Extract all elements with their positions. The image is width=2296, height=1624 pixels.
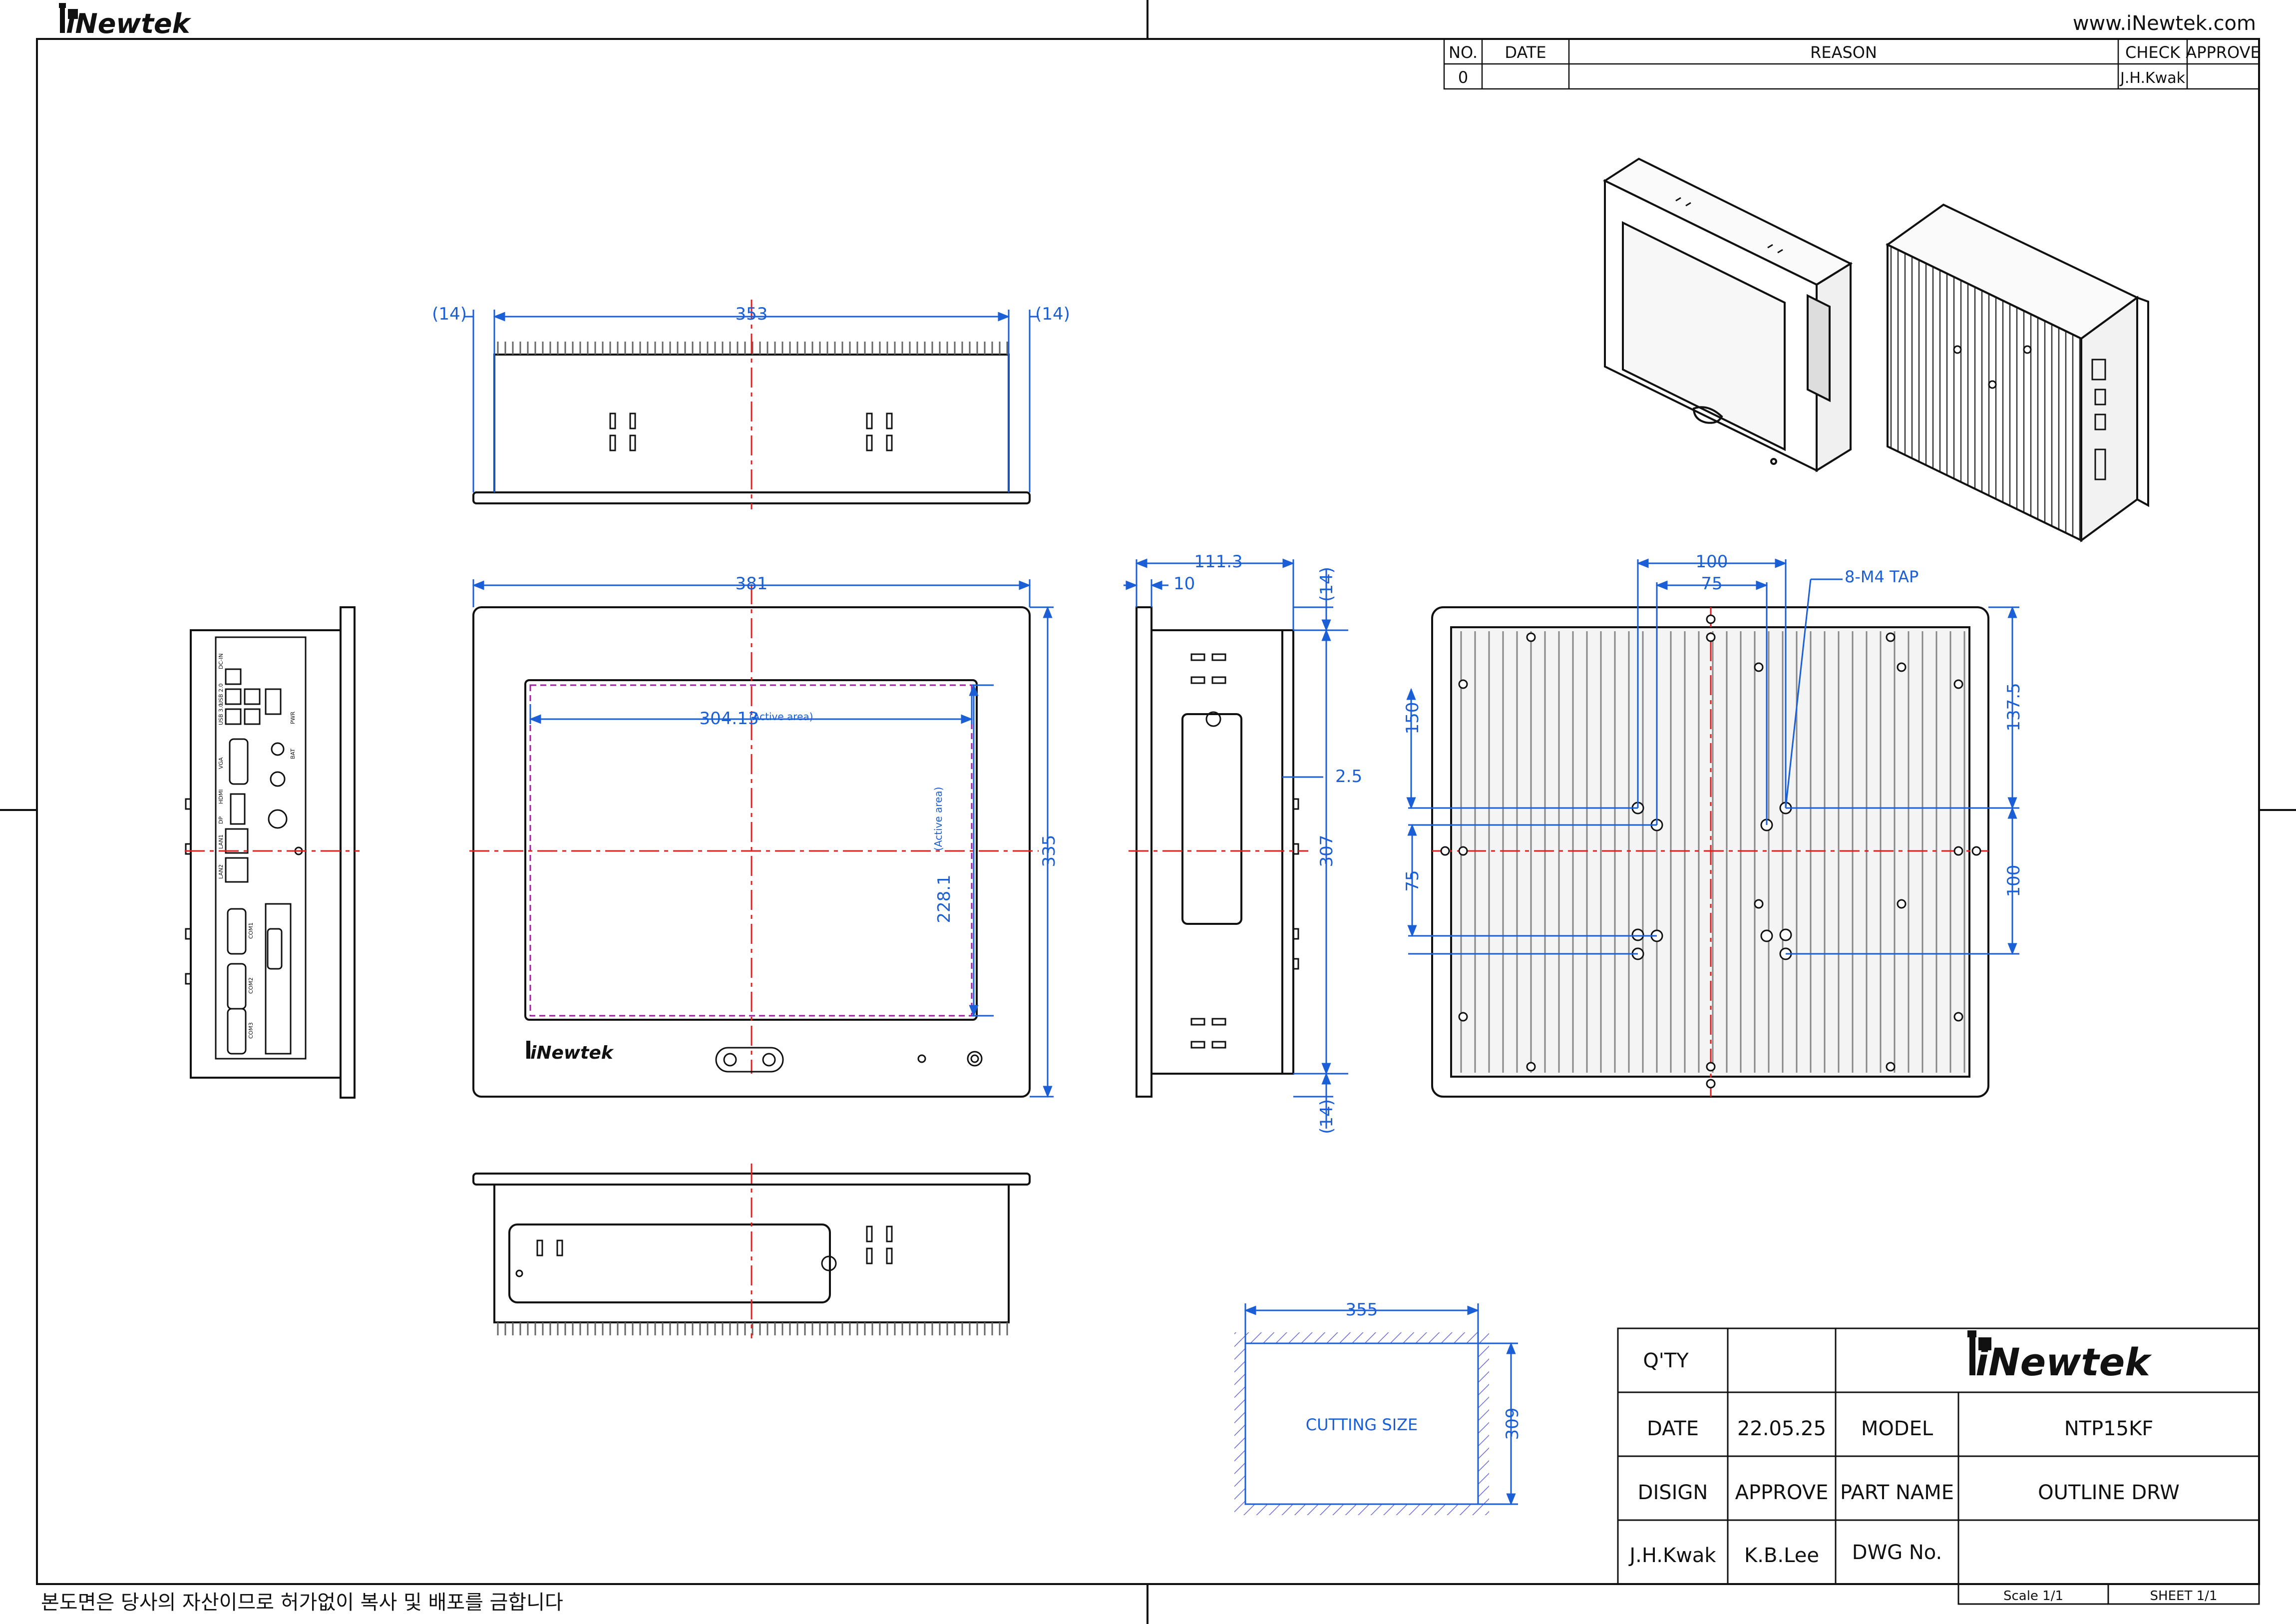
port-label-usb3: USB 3.0 <box>218 703 224 725</box>
rev-header-reason: REASON <box>1810 43 1877 62</box>
design-label: DISIGN <box>1638 1481 1708 1504</box>
port-label-pwr: PWR <box>290 711 296 724</box>
front-usb-cover <box>715 1047 784 1073</box>
io-side-view: DC-IN USB 2.0 USB 3.0 VGA HDMI DP LAN1 L… <box>185 606 360 1099</box>
dim-side-depth: 111.3 <box>1194 552 1242 572</box>
designer-name: J.H.Kwak <box>1628 1544 1716 1567</box>
dim-active-height-note: (Active area) <box>932 787 944 851</box>
dim-top-left-margin: (14) <box>432 304 467 324</box>
dim-active-height: 228.1 <box>934 874 954 923</box>
approve-label: APPROVE <box>1735 1481 1829 1504</box>
qty-label: Q'TY <box>1643 1349 1689 1372</box>
rev-header-date: DATE <box>1505 43 1546 62</box>
scale-text: Scale 1/1 <box>2003 1589 2063 1604</box>
port-label-dp: DP <box>218 816 224 824</box>
bottom-view <box>472 1164 1031 1338</box>
title-block: Q'TY iNewtek DATE 22.05.25 MODEL NTP15KF… <box>1617 1327 2260 1605</box>
date-label: DATE <box>1647 1417 1699 1440</box>
dim-side-front: 10 <box>1173 574 1195 594</box>
iso-front-view <box>1602 157 1853 472</box>
date-value: 22.05.25 <box>1737 1417 1826 1440</box>
dim-front-width: 381 <box>736 574 768 594</box>
dim-rear-inner-y: 75 <box>1403 870 1423 891</box>
cutting-size-label: CUTTING SIZE <box>1306 1415 1418 1434</box>
dim-rear-outer-x: 100 <box>1696 552 1728 572</box>
dim-side-bottom-margin: (14) <box>1317 1099 1337 1134</box>
model-value: NTP15KF <box>2064 1417 2154 1440</box>
dim-top-width: 353 <box>736 304 768 324</box>
rev-header-check: CHECK <box>2125 43 2181 62</box>
approver-name: K.B.Lee <box>1744 1544 1819 1567</box>
part-name-value: OUTLINE DRW <box>2038 1481 2180 1504</box>
port-label-com1: COM1 <box>248 922 254 939</box>
dim-rear-outer-y: 150 <box>1403 702 1423 735</box>
dim-rear-inner-x: 75 <box>1701 574 1722 594</box>
front-view: iNewtek 381 304.13 (Active area) 228.1 (… <box>469 574 1059 1098</box>
port-label-vga: VGA <box>218 757 224 769</box>
iso-rear-view <box>1886 203 2149 542</box>
revision-table: NO. DATE REASON CHECK APPROVE 0 J.H.Kwak <box>1443 38 2261 90</box>
dim-rear-right-lower: 100 <box>2004 865 2024 897</box>
dim-side-step: 2.5 <box>1335 767 1362 787</box>
port-label-hdmi: HDMI <box>218 790 224 804</box>
dim-tap-note: 8-M4 TAP <box>1845 567 1918 586</box>
website-text: www.iNewtek.com <box>2073 12 2256 35</box>
dim-cut-height: 309 <box>1503 1408 1523 1440</box>
dim-top-right-margin: (14) <box>1035 304 1070 324</box>
dim-active-width: 304.13 <box>700 709 759 729</box>
title-logo: iNewtek <box>1967 1330 2152 1384</box>
header-logo: iNewtek <box>59 3 192 39</box>
port-label-lan2: LAN2 <box>218 864 224 879</box>
part-name-label: PART NAME <box>1840 1481 1954 1504</box>
led-indicator <box>917 1054 926 1063</box>
dim-cut-width: 355 <box>1346 1300 1378 1320</box>
port-label-com3: COM3 <box>248 1022 254 1039</box>
port-label-lan1: LAN1 <box>218 834 224 849</box>
dwg-no-label: DWG No. <box>1852 1541 1942 1564</box>
rear-view: 100 75 8-M4 TAP 150 75 137.5 100 <box>1403 552 2024 1098</box>
dim-front-height: 335 <box>1039 835 1059 867</box>
power-button-icon <box>967 1051 983 1067</box>
dim-active-width-note: (Active area) <box>749 711 813 723</box>
rev-header-approve: APPROVE <box>2186 43 2260 62</box>
sheet-text: SHEET 1/1 <box>2150 1589 2218 1604</box>
footer-note: 본도면은 당사의 자산이므로 허가없이 복사 및 배포를 금합니다 <box>41 1591 563 1614</box>
rev-header-no: NO. <box>1449 43 1478 62</box>
port-label-bat: BAT <box>290 749 296 759</box>
rev-row-no: 0 <box>1458 68 1468 87</box>
title-logo-text: iNewtek <box>1975 1340 2152 1384</box>
dim-rear-right-upper: 137.5 <box>2004 683 2024 731</box>
model-label: MODEL <box>1861 1417 1933 1440</box>
header-logo-text: iNewtek <box>66 8 192 39</box>
port-label-dcin: DC-IN <box>218 653 224 669</box>
cutting-size: 355 309 CUTTING SIZE <box>1234 1300 1523 1515</box>
port-label-usb2: USB 2.0 <box>218 683 224 705</box>
dim-side-top-margin: (14) <box>1317 567 1337 602</box>
rev-row-check: J.H.Kwak <box>2119 69 2186 87</box>
front-logo-text: iNewtek <box>530 1043 614 1063</box>
front-logo: iNewtek <box>526 1041 614 1063</box>
top-view: (14) 353 (14) <box>432 300 1070 509</box>
side-view: 111.3 10 (14) 2.5 307 (14) <box>1124 552 1362 1134</box>
port-label-com2: COM2 <box>248 977 254 994</box>
dim-side-height: 307 <box>1317 835 1337 867</box>
